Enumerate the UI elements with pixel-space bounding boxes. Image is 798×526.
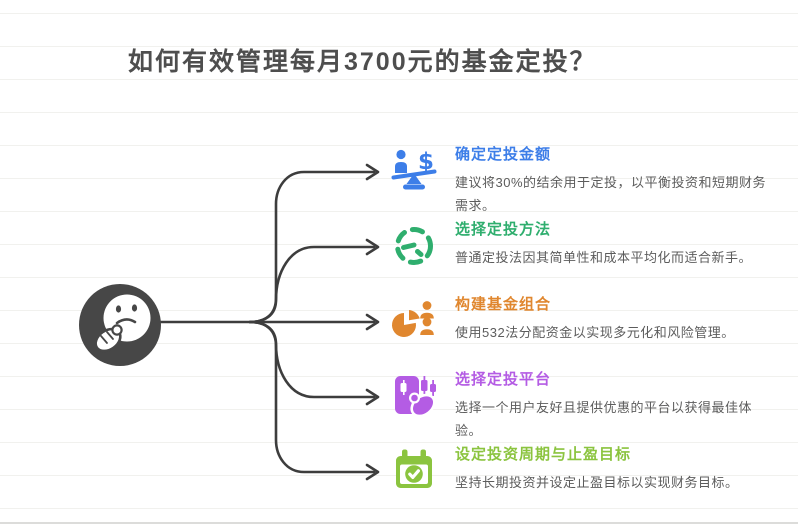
arrowhead-icon [365,388,380,406]
balance-scale-icon: $ [390,146,438,198]
arrowhead-icon [365,463,380,481]
branch-description: 坚持长期投资并设定止盈目标以实现财务目标。 [455,475,739,491]
branch-row-method: 选择定投方法 普通定投法因其简单性和成本平均化而适合新手。 [390,221,773,273]
branch-title: 选择定投平台 [455,371,552,388]
thinking-face-icon [79,284,161,366]
arrowhead-icon [365,313,380,331]
arrowhead-icon [365,238,380,256]
branch-row-platform: 选择定投平台 选择一个用户友好且提供优惠的平台以获得最佳体验。 [390,371,773,442]
branch-title: 确定定投金额 [455,146,552,163]
branch-row-portfolio: 构建基金组合 使用532法分配资金以实现多元化和风险管理。 [390,296,773,348]
branch-description: 选择一个用户友好且提供优惠的平台以获得最佳体验。 [455,400,753,438]
page-title: 如何有效管理每月3700元的基金定投？ [128,48,597,76]
branch-lines [156,163,380,481]
branch-description: 建议将30%的结余用于定投，以平衡投资和短期财务需求。 [455,175,767,213]
branch-title: 构建基金组合 [455,296,552,313]
branch-row-amount: $ 确定定投金额 建议将30%的结余用于定投，以平衡投资和短期财务需求。 [390,146,773,217]
arrowhead-icon [365,163,380,181]
svg-text:$: $ [418,149,434,175]
dashed-clock-icon [390,221,438,273]
calendar-check-icon [390,446,438,498]
branch-title: 选择定投方法 [455,221,552,238]
branch-title: 设定投资周期与止盈目标 [455,446,632,463]
branch-description: 普通定投法因其简单性和成本平均化而适合新手。 [455,250,753,266]
pie-chart-people-icon [390,296,438,348]
branch-row-goal: 设定投资周期与止盈目标 坚持长期投资并设定止盈目标以实现财务目标。 [390,446,773,498]
phone-hand-icon [390,371,438,423]
branch-description: 使用532法分配资金以实现多元化和风险管理。 [455,325,735,341]
bottom-divider [0,522,798,524]
